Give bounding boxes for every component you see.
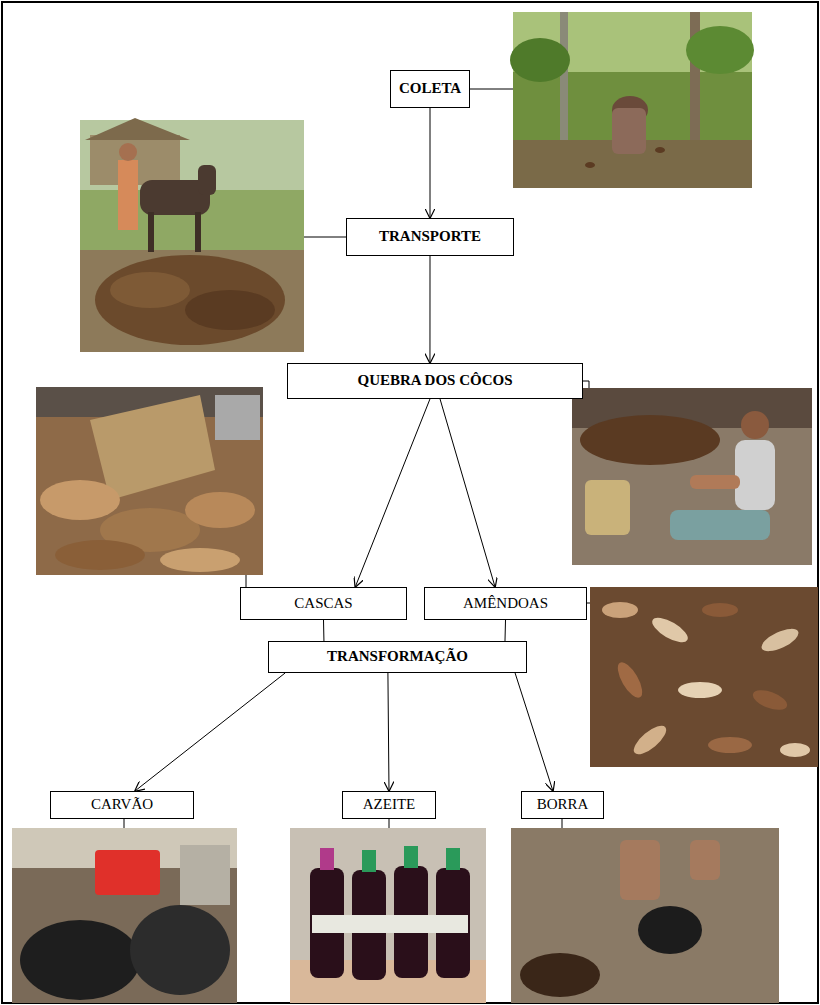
process-box: TRANSFORMAÇÃO <box>268 641 527 673</box>
process-box: AZEITE <box>342 791 436 819</box>
flow-arrow <box>429 256 430 363</box>
photo-cascas <box>36 387 263 575</box>
photo-quebra <box>572 388 812 565</box>
process-box: COLETA <box>390 70 470 108</box>
box-label: CARVÃO <box>91 796 153 813</box>
flow-arrow <box>440 399 495 587</box>
photo-coleta <box>510 12 754 188</box>
photo-transporte <box>80 118 304 352</box>
process-box: CARVÃO <box>50 791 194 819</box>
box-label: CASCAS <box>294 595 352 612</box>
photo-borra <box>511 828 779 1003</box>
box-label: COLETA <box>399 80 461 97</box>
box-label: QUEBRA DOS CÔCOS <box>357 372 512 389</box>
photo-azeite <box>290 828 486 1003</box>
flow-arrow <box>430 108 431 218</box>
flow-arrow <box>515 673 553 791</box>
process-box: CASCAS <box>240 587 407 620</box>
flow-arrow <box>355 399 430 587</box>
flow-arrow <box>388 673 389 791</box>
box-label: BORRA <box>537 796 589 813</box>
process-box: BORRA <box>521 791 604 819</box>
process-box: AMÊNDOAS <box>424 587 587 620</box>
leader-lines <box>124 89 590 828</box>
box-label: AZEITE <box>363 796 415 813</box>
flow-arrow <box>323 620 324 641</box>
box-label: TRANSPORTE <box>379 228 481 245</box>
photo-carvao <box>12 828 237 1003</box>
photo-amendoas <box>590 587 818 767</box>
process-box: QUEBRA DOS CÔCOS <box>287 363 583 399</box>
box-label: AMÊNDOAS <box>463 595 548 612</box>
box-label: TRANSFORMAÇÃO <box>327 648 468 665</box>
flow-arrow <box>504 620 506 641</box>
process-box: TRANSPORTE <box>346 218 514 256</box>
flow-arrow <box>135 673 285 791</box>
